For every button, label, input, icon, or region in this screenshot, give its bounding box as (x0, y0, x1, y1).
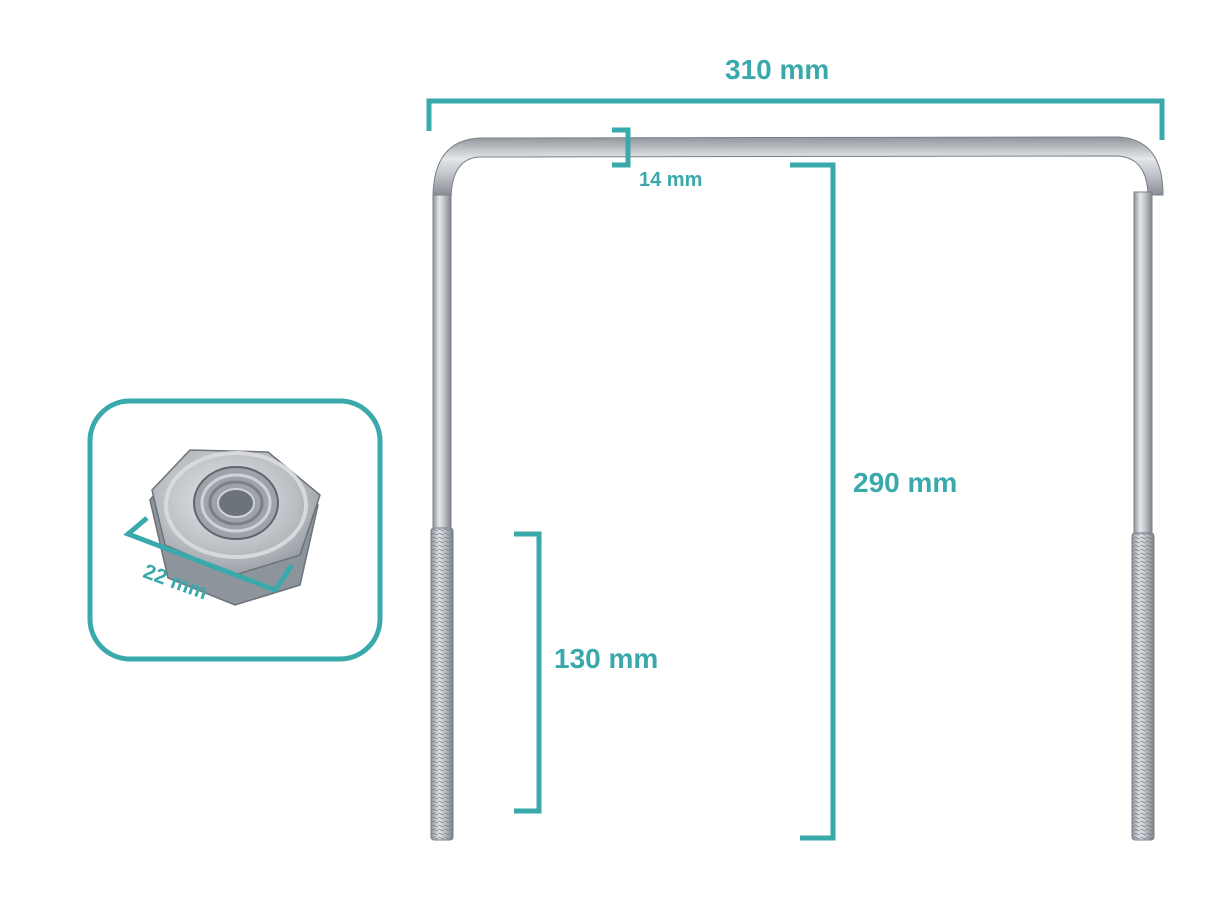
nut-callout (87, 398, 383, 662)
hex-nut-thread-ring-1 (200, 473, 272, 533)
hex-nut-thread-ring-3 (217, 488, 255, 518)
u-bolt-right-leg (1133, 191, 1153, 536)
hex-nut-thread-ring-2 (208, 480, 264, 526)
u-bolt-top-bar (432, 136, 1164, 199)
thread-texture-right (1132, 533, 1154, 840)
hex-nut (149, 449, 321, 606)
diameter-dimension-line (612, 127, 631, 168)
nut-dimension-line (123, 516, 295, 594)
thread-dimension-line (514, 531, 542, 814)
width-dimension-line (426, 98, 1165, 140)
u-bolt-left-leg (432, 194, 452, 531)
width-label: 310 mm (725, 54, 830, 85)
height-label: 290 mm (853, 467, 958, 498)
thread-texture-left (431, 528, 453, 840)
diameter-label: 14 mm (639, 169, 703, 191)
hex-nut-chamfer (164, 451, 308, 559)
thread-length-label: 130 mm (554, 643, 659, 674)
dimension-lines (426, 98, 1165, 841)
u-bolt (430, 136, 1164, 841)
height-dimension-line (790, 162, 836, 841)
